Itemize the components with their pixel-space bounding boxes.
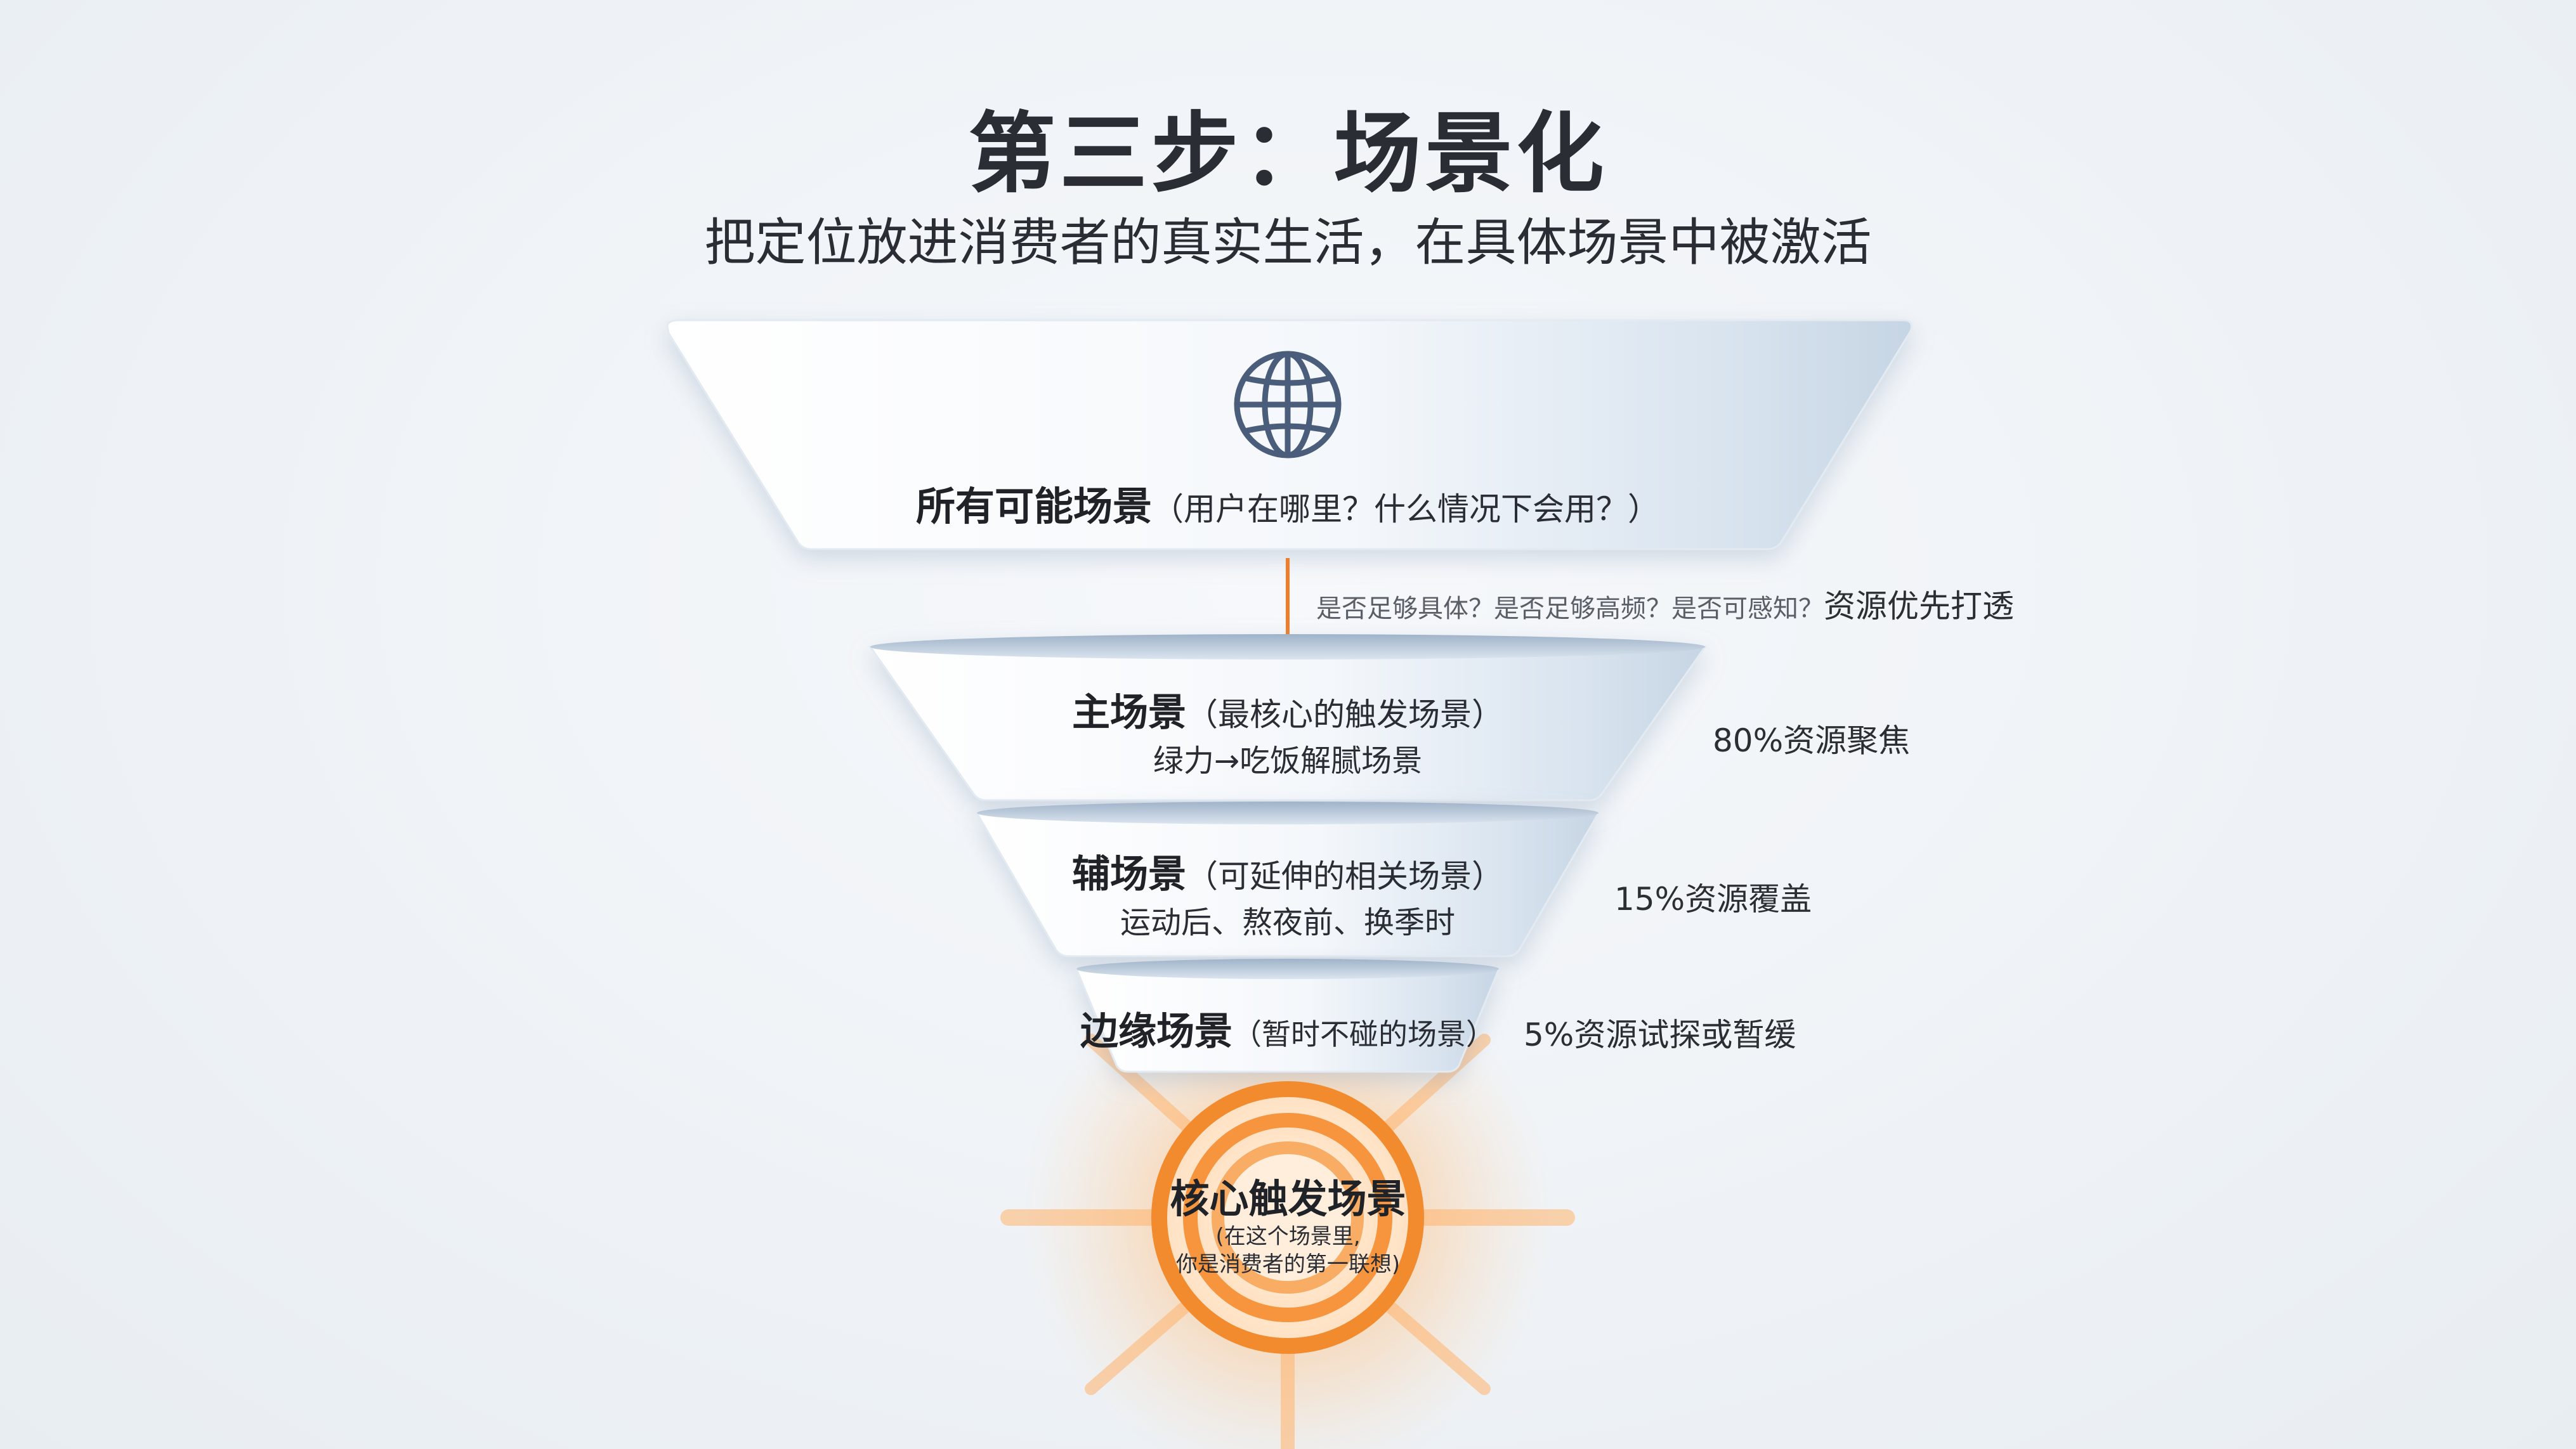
filter-questions: 是否足够具体？是否足够高频？是否可感知？ — [1316, 594, 1824, 623]
tier-edge — [1075, 959, 1501, 1073]
tier-all-scenes-label: 所有可能场景（用户在哪里？什么情况下会用？） — [698, 474, 1878, 531]
core-title: 核心触发场景 — [1170, 1176, 1406, 1222]
globe-icon — [1234, 351, 1342, 458]
tier-main-label: 主场景（最核心的触发场景） — [870, 682, 1705, 737]
tier-main-resource: 80%资源聚焦 — [1713, 722, 1911, 759]
tier-edge-paren: （暂时不碰的场景） — [1232, 1017, 1495, 1051]
tier-edge-label: 边缘场景（暂时不碰的场景） — [1028, 1001, 1548, 1056]
tier-main-title: 主场景 — [1072, 691, 1186, 735]
tier-secondary-label: 辅场景（可延伸的相关场景） — [977, 843, 1599, 899]
tier-secondary-paren: （可延伸的相关场景） — [1186, 858, 1503, 895]
tier-main-sub: 绿力→吃饭解腻场景 — [1153, 743, 1423, 779]
tier-main-paren: （最核心的触发场景） — [1186, 696, 1503, 733]
tier-secondary-title: 辅场景 — [1072, 852, 1186, 897]
tier-all-scenes-title: 所有可能场景 — [915, 483, 1152, 530]
tier-all-scenes-paren: （用户在哪里？什么情况下会用？） — [1152, 491, 1659, 528]
tier-edge-resource: 5%资源试探或暂缓 — [1524, 1017, 1796, 1053]
core-note-line1: (在这个场景里, — [1215, 1224, 1361, 1249]
tier-secondary-sub: 运动后、熬夜前、换季时 — [1120, 905, 1455, 940]
tier-main — [868, 634, 1707, 802]
tier-edge-title: 边缘场景 — [1080, 1010, 1232, 1054]
filter-action: 资源优先打透 — [1824, 588, 2014, 625]
page-title: 第三步：场景化 — [968, 103, 1608, 205]
core-note-line2: 你是消费者的第一联想) — [1175, 1252, 1401, 1277]
filter-text: 是否足够具体？是否足够高频？是否可感知？资源优先打透 — [1316, 581, 2014, 627]
core-target — [1151, 1081, 1424, 1354]
tier-secondary-resource: 15%资源覆盖 — [1614, 881, 1812, 918]
page-subtitle: 把定位放进消费者的真实生活，在具体场景中被激活 — [704, 213, 1872, 272]
tier-secondary — [975, 802, 1600, 958]
